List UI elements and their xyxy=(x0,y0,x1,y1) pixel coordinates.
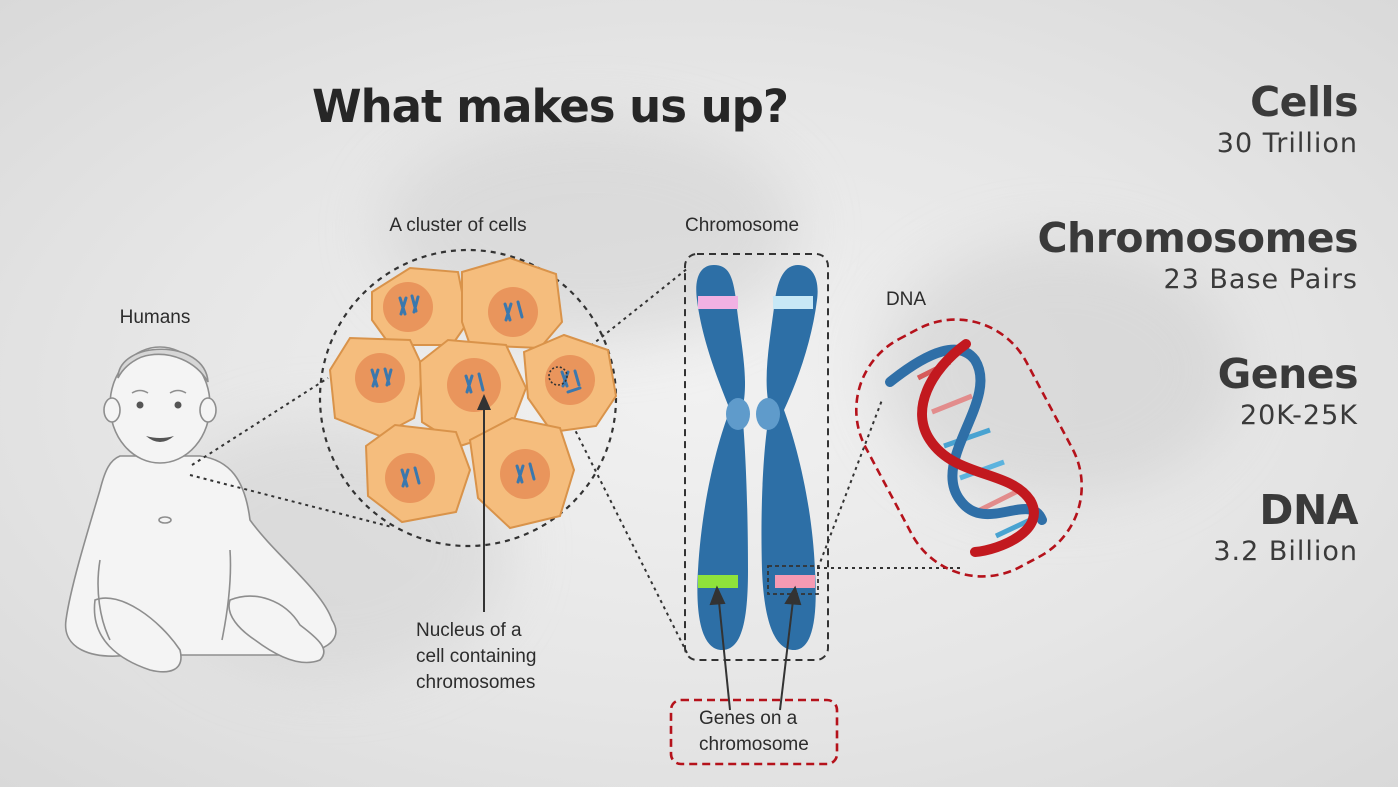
stat-label: Cells xyxy=(1250,78,1358,126)
gene-band xyxy=(775,575,815,588)
mini-chromosomes xyxy=(370,294,582,488)
genes-caption: Genes on a chromosome xyxy=(699,708,809,755)
cell-cluster xyxy=(318,248,618,612)
gene-band xyxy=(698,296,738,309)
chromosome-illustration xyxy=(684,253,829,661)
gene-band xyxy=(698,575,738,588)
stat-label: Chromosomes xyxy=(1037,214,1358,262)
dna-illustration xyxy=(854,318,1084,578)
stat-value: 3.2 Billion xyxy=(1213,536,1358,567)
nucleus xyxy=(355,282,595,503)
gene-band xyxy=(773,296,813,309)
cells-label: A cluster of cells xyxy=(389,215,526,236)
stat-label: DNA xyxy=(1259,486,1358,534)
chromosome-label: Chromosome xyxy=(685,215,799,236)
gene-arrows xyxy=(709,585,802,711)
baby-illustration xyxy=(64,346,337,673)
nucleus-caption: Nucleus of a cell containing chromosomes xyxy=(416,620,542,693)
genes-caption-box xyxy=(669,698,839,766)
stat-genes: Genes 20K-25K xyxy=(998,350,1359,486)
stat-label: Genes xyxy=(1217,350,1359,398)
humans-label: Humans xyxy=(120,307,191,328)
stat-dna: DNA 3.2 Billion xyxy=(998,486,1358,622)
stat-cells: Cells 30 Trillion xyxy=(998,78,1359,214)
stat-value: 23 Base Pairs xyxy=(1163,264,1358,295)
stat-value: 20K-25K xyxy=(1239,400,1358,431)
stat-chromosomes: Chromosomes 23 Base Pairs xyxy=(998,214,1358,350)
stat-value: 30 Trillion xyxy=(1216,128,1358,159)
dna-label: DNA xyxy=(886,289,926,310)
stats-panel: Cells 30 Trillion Chromosomes 23 Base Pa… xyxy=(998,78,1358,622)
page-title: What makes us up? xyxy=(312,80,789,133)
